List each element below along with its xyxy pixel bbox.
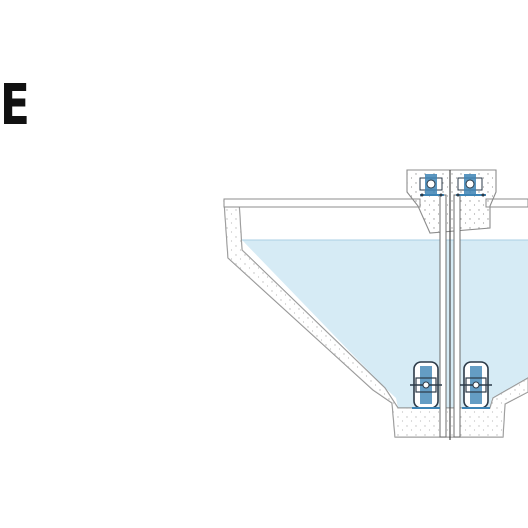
panel-label: E bbox=[0, 73, 30, 138]
top-drive-unit-right-icon bbox=[456, 174, 486, 197]
bottom-bearing-unit-left-icon bbox=[410, 361, 442, 409]
top-drive-unit-left-icon bbox=[419, 174, 444, 197]
shaft-guide-left bbox=[439, 194, 447, 438]
concrete-tank-wall-fill bbox=[224, 201, 528, 437]
concrete-tank-wall bbox=[223, 200, 528, 438]
top-walkway-left bbox=[223, 198, 421, 208]
bottom-bearing-unit-right-icon bbox=[460, 361, 492, 409]
shaft-guide-right bbox=[453, 194, 461, 438]
